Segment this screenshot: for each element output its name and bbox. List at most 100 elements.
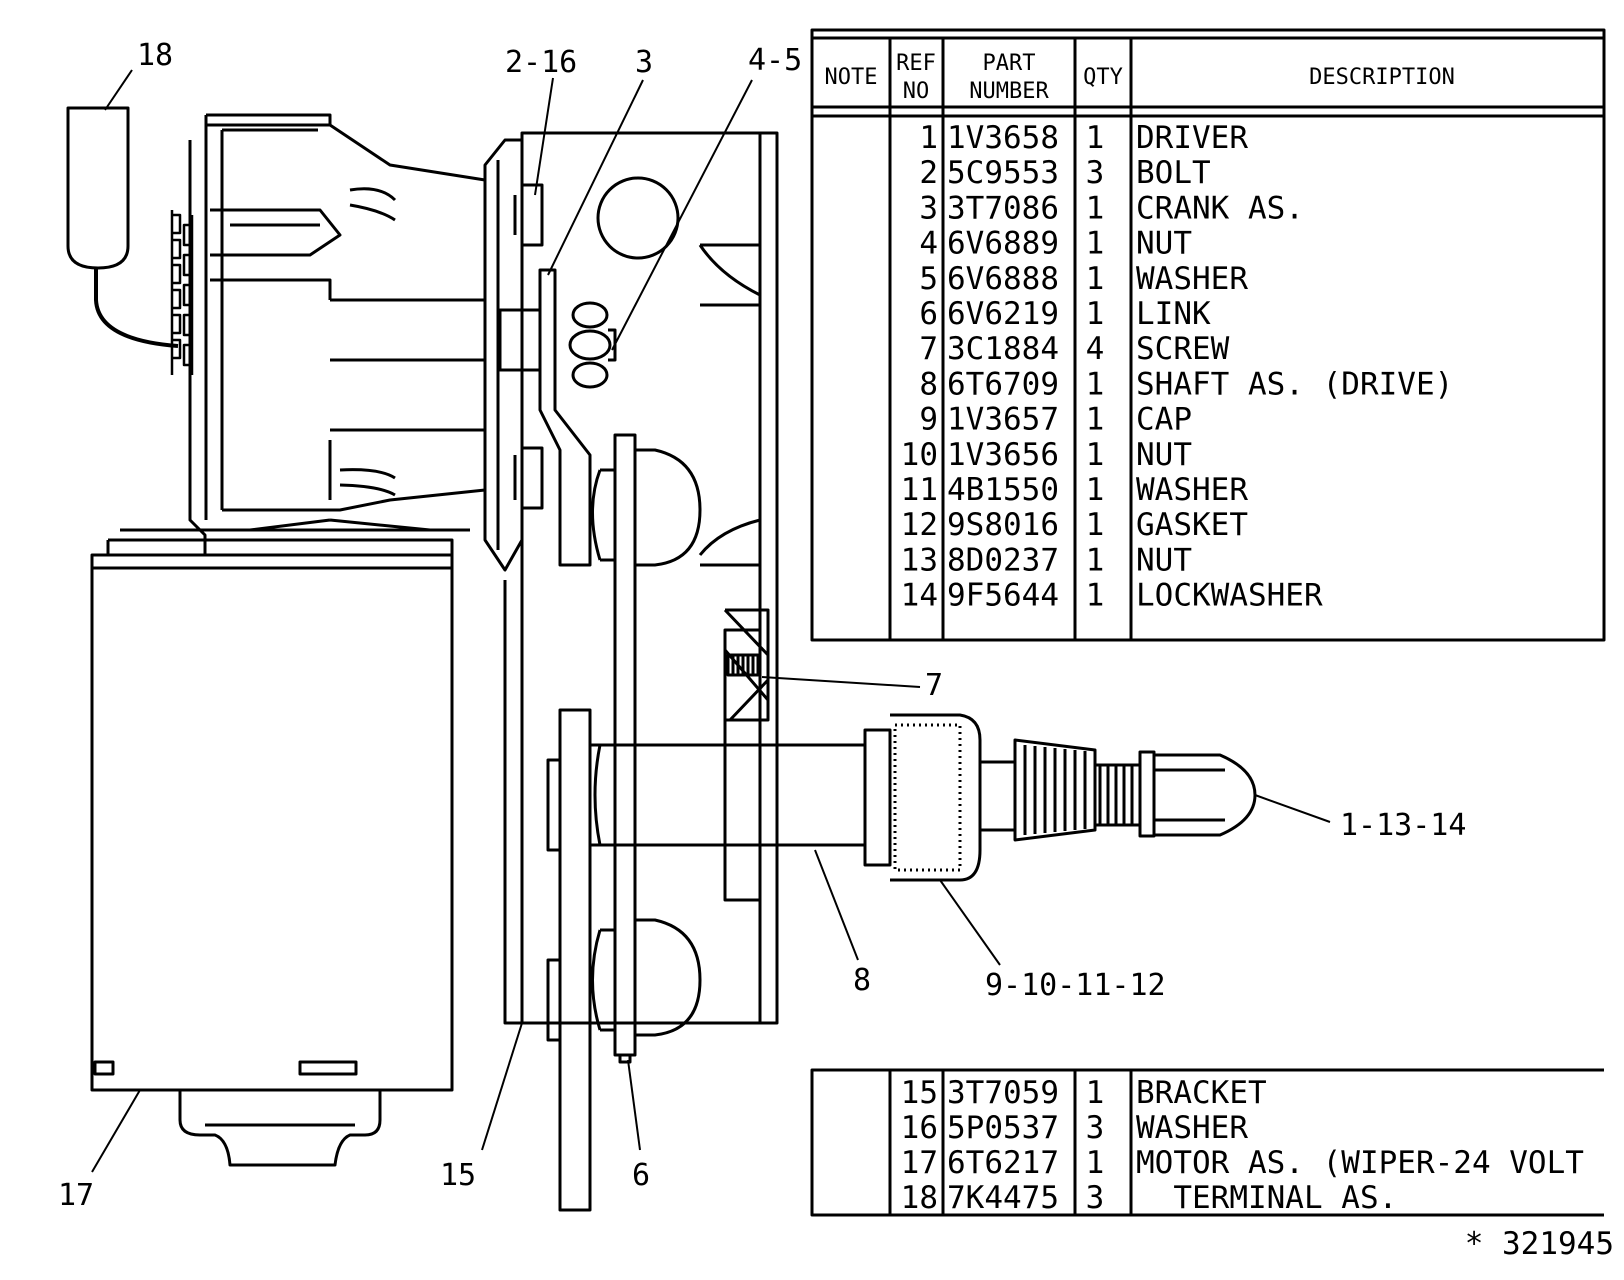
- description: BRACKET: [1136, 1075, 1267, 1111]
- callout-6: 6: [632, 1158, 650, 1193]
- callout-3: 3: [635, 45, 653, 80]
- description: WASHER: [1136, 261, 1248, 297]
- ref-number: 5: [919, 261, 938, 297]
- description: LINK: [1136, 296, 1211, 332]
- description: CRANK AS.: [1136, 190, 1304, 226]
- quantity: 1: [1086, 226, 1105, 262]
- parts-table-main: [810, 28, 1606, 642]
- part-number: 5C9553: [947, 155, 1059, 191]
- ref-number: 2: [919, 155, 938, 191]
- quantity: 1: [1086, 366, 1105, 402]
- description: WASHER: [1136, 472, 1248, 508]
- part-number: 3C1884: [947, 331, 1059, 367]
- ref-number: 6: [919, 296, 938, 332]
- leader-lines: [91, 69, 1331, 1173]
- ref-number: 16: [901, 1110, 938, 1146]
- ref-number: 8: [919, 366, 938, 402]
- motor-part-17: [90, 528, 470, 1167]
- part-number: 1V3658: [947, 120, 1059, 156]
- description: NUT: [1136, 542, 1192, 578]
- header-note: NOTE: [825, 65, 878, 90]
- parts-table-secondary: [810, 1068, 1604, 1217]
- gearbox-housing: [188, 113, 487, 555]
- quantity: 1: [1086, 507, 1105, 543]
- description: CAP: [1136, 402, 1192, 438]
- description: WASHER: [1136, 1110, 1248, 1146]
- callout-7: 7: [925, 668, 943, 703]
- header-part-line2: NUMBER: [969, 79, 1049, 104]
- description: SCREW: [1136, 331, 1230, 367]
- part-number: 8D0237: [947, 542, 1059, 578]
- quantity: 3: [1086, 155, 1105, 191]
- header-part-line1: PART: [983, 51, 1036, 76]
- ref-number: 1: [919, 120, 938, 156]
- quantity: 1: [1086, 120, 1105, 156]
- quantity: 4: [1086, 331, 1105, 367]
- ref-number: 14: [901, 578, 938, 614]
- terminal-part-18: [66, 106, 194, 375]
- cap-assembly-9-12: [863, 713, 1015, 882]
- quantity: 3: [1086, 1110, 1105, 1146]
- quantity: 1: [1086, 578, 1105, 614]
- callout-17: 17: [58, 1178, 94, 1213]
- ref-number: 11: [901, 472, 938, 508]
- quantity: 1: [1086, 402, 1105, 438]
- ref-number: 18: [901, 1180, 938, 1216]
- callout-8: 8: [853, 963, 871, 998]
- callout-18: 18: [137, 38, 173, 73]
- part-number: 7K4475: [947, 1180, 1059, 1216]
- part-number: 1V3656: [947, 437, 1059, 473]
- table-header: NOTE REF NO PART NUMBER QTY DESCRIPTION: [825, 51, 1455, 104]
- description: GASKET: [1136, 507, 1248, 543]
- ref-number: 12: [901, 507, 938, 543]
- header-ref-line1: REF: [896, 51, 936, 76]
- ref-number: 15: [901, 1075, 938, 1111]
- part-number: 1V3657: [947, 402, 1059, 438]
- part-number: 6T6217: [947, 1145, 1059, 1181]
- ref-number: 9: [919, 402, 938, 438]
- callout-9-10-11-12: 9-10-11-12: [985, 968, 1166, 1003]
- quantity: 1: [1086, 261, 1105, 297]
- part-number: 6V6219: [947, 296, 1059, 332]
- ref-number: 7: [919, 331, 938, 367]
- quantity: 3: [1086, 1180, 1105, 1216]
- bolt-flange: [483, 138, 544, 572]
- link-part-6: [591, 433, 702, 1064]
- part-number: 3T7086: [947, 190, 1059, 226]
- part-number: 9S8016: [947, 507, 1059, 543]
- driver-assembly-1-13-14: [1013, 738, 1257, 842]
- crank-part-3: [498, 268, 617, 567]
- ref-number: 10: [901, 437, 938, 473]
- description: NUT: [1136, 226, 1192, 262]
- quantity: 1: [1086, 1145, 1105, 1181]
- part-number: 6T6709: [947, 366, 1059, 402]
- quantity: 1: [1086, 296, 1105, 332]
- description: SHAFT AS. (DRIVE): [1136, 366, 1453, 402]
- callout-labels: 18 2-16 3 4-5 7 1-13-14 8 9-10-11-12 17 …: [58, 38, 1466, 1213]
- quantity: 1: [1086, 1075, 1105, 1111]
- header-ref-line2: NO: [903, 79, 930, 104]
- quantity: 1: [1086, 542, 1105, 578]
- ref-number: 3: [919, 190, 938, 226]
- drawing-number: * 321945: [1465, 1226, 1614, 1262]
- description: TERMINAL AS.: [1136, 1180, 1397, 1216]
